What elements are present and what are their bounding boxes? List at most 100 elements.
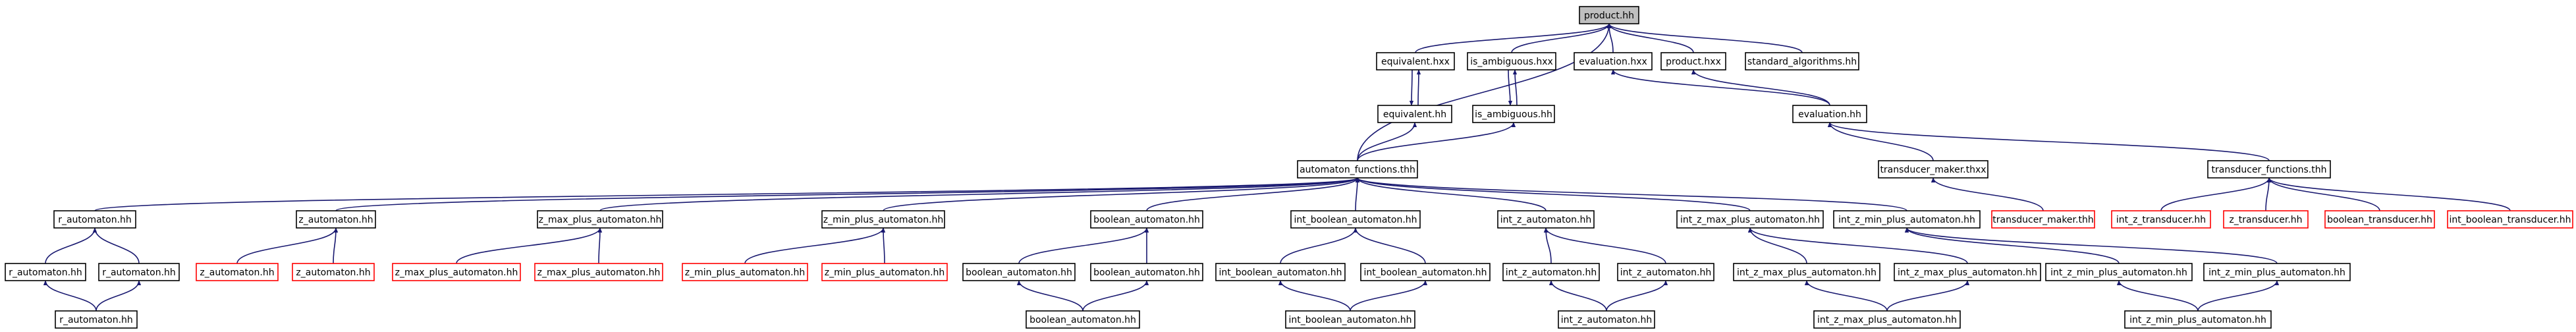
include-edge <box>883 177 1359 211</box>
include-edge <box>1904 227 2278 264</box>
node-box <box>1502 263 1600 281</box>
node[interactable]: transducer_functions.thh <box>2207 160 2331 179</box>
node[interactable]: boolean_automaton.hh <box>962 263 1076 281</box>
node-box <box>534 263 663 281</box>
node-label: automaton_functions.thh <box>1300 165 1415 175</box>
node-label: equivalent.hh <box>1383 109 1446 120</box>
node-box <box>1467 52 1556 70</box>
node[interactable]: boolean_automaton.hh <box>1090 210 1203 229</box>
node-label: is_ambiguous.hxx <box>1470 57 1553 67</box>
node-box <box>1617 263 1714 281</box>
node[interactable]: r_automaton.hh <box>98 263 180 281</box>
node-label: equivalent.hxx <box>1381 57 1450 67</box>
include-edge <box>43 280 97 312</box>
node-label: int_z_max_plus_automaton.hh <box>1737 267 1877 278</box>
node[interactable]: standard_algorithms.hh <box>1745 52 1859 70</box>
include-edge <box>1904 227 2120 264</box>
node-box <box>296 210 376 229</box>
node-box <box>2203 263 2351 281</box>
node-box <box>5 263 86 281</box>
node[interactable]: int_z_automaton.hh <box>1502 263 1600 281</box>
node-layer: product.hh equivalent.hxx is_ambiguous.hxx… <box>5 6 2573 329</box>
node[interactable]: int_z_automaton.hh <box>1497 210 1595 229</box>
node-box <box>98 263 180 281</box>
node-label: boolean_automaton.hh <box>966 267 1072 278</box>
include-edge <box>1548 280 1607 312</box>
include-edge <box>1511 23 1612 53</box>
node[interactable]: int_z_automaton.hh <box>1558 310 1655 329</box>
node[interactable]: int_z_max_plus_automaton.hh <box>1733 263 1880 281</box>
node[interactable]: int_z_min_plus_automaton.hh <box>2203 263 2351 281</box>
node[interactable]: int_z_min_plus_automaton.hh <box>2124 310 2272 329</box>
node[interactable]: product.hxx <box>1660 52 1726 70</box>
node-label: int_z_max_plus_automaton.hh <box>1680 215 1820 225</box>
node[interactable]: int_z_max_plus_automaton.hh <box>1813 310 1961 329</box>
node[interactable]: evaluation.hxx <box>1574 52 1653 70</box>
include-edge <box>1886 280 1970 312</box>
node-box <box>1579 6 1639 24</box>
node[interactable]: r_automaton.hh <box>55 310 138 329</box>
node-label: r_automaton.hh <box>102 267 176 278</box>
include-edge <box>1409 69 1414 106</box>
include-edge <box>236 227 339 264</box>
include-edge <box>1278 280 1351 312</box>
node-box <box>1215 263 1346 281</box>
node-label: int_boolean_automaton.hh <box>1288 315 1411 325</box>
node-label: transducer_maker.thh <box>1992 215 2093 225</box>
node-label: int_z_transducer.hh <box>2116 215 2206 225</box>
node[interactable]: is_ambiguous.hxx <box>1467 52 1556 70</box>
node[interactable]: z_min_plus_automaton.hh <box>821 210 945 229</box>
node[interactable]: r_automaton.hh <box>5 263 86 281</box>
node-label: int_boolean_automaton.hh <box>1363 267 1487 278</box>
node[interactable]: is_ambiguous.hh <box>1472 105 1555 123</box>
node-label: standard_algorithms.hh <box>1747 57 1857 67</box>
node[interactable]: int_boolean_automaton.hh <box>1360 263 1491 281</box>
node-label: int_z_automaton.hh <box>1561 315 1652 325</box>
node-label: z_automaton.hh <box>298 215 373 225</box>
node-box <box>1574 52 1653 70</box>
node[interactable]: int_boolean_automaton.hh <box>1290 210 1421 229</box>
node[interactable]: equivalent.hxx <box>1376 52 1455 70</box>
node[interactable]: int_z_max_plus_automaton.hh <box>1894 263 2041 281</box>
node[interactable]: int_z_max_plus_automaton.hh <box>1676 210 1824 229</box>
include-edge <box>1606 23 1803 53</box>
node[interactable]: boolean_automaton.hh <box>1026 310 1140 329</box>
node-box <box>1377 105 1452 123</box>
node[interactable]: equivalent.hh <box>1377 105 1452 123</box>
include-edge <box>1357 122 1417 161</box>
node[interactable]: int_z_min_plus_automaton.hh <box>2045 263 2193 281</box>
node-box <box>1813 310 1961 329</box>
include-edge <box>744 227 886 264</box>
node-label: boolean_transducer.hh <box>2327 215 2432 225</box>
include-edge <box>2266 177 2511 211</box>
node[interactable]: int_boolean_automaton.hh <box>1285 310 1415 329</box>
node: z_min_plus_automaton.hh <box>682 263 808 281</box>
node[interactable]: int_z_automaton.hh <box>1617 263 1714 281</box>
node-box <box>2111 210 2211 229</box>
include-edge <box>2197 280 2280 312</box>
include-edge <box>2160 177 2272 211</box>
node[interactable]: boolean_automaton.hh <box>1090 263 1203 281</box>
node[interactable]: evaluation.hh <box>1792 105 1867 123</box>
node-box <box>1878 160 1988 179</box>
node: int_boolean_transducer.hh <box>2447 210 2573 229</box>
node-box <box>962 263 1076 281</box>
node[interactable]: z_max_plus_automaton.hh <box>537 210 663 229</box>
node-label: boolean_automaton.hh <box>1029 315 1136 325</box>
node[interactable]: automaton_functions.thh <box>1297 160 1418 179</box>
root-node[interactable]: product.hh <box>1579 6 1639 24</box>
node[interactable]: int_boolean_automaton.hh <box>1215 263 1346 281</box>
include-edge <box>333 227 339 264</box>
node[interactable]: transducer_maker.thxx <box>1878 160 1988 179</box>
include-edge <box>1606 280 1668 312</box>
node-box <box>2447 210 2573 229</box>
include-edge <box>1606 23 1694 53</box>
node[interactable]: z_automaton.hh <box>296 210 376 229</box>
include-edge <box>1356 177 1907 211</box>
include-edge <box>1827 122 2270 161</box>
node[interactable]: r_automaton.hh <box>53 210 136 229</box>
include-edge <box>599 177 1359 211</box>
node[interactable]: int_z_min_plus_automaton.hh <box>1833 210 1981 229</box>
node-label: boolean_automaton.hh <box>1093 267 1200 278</box>
